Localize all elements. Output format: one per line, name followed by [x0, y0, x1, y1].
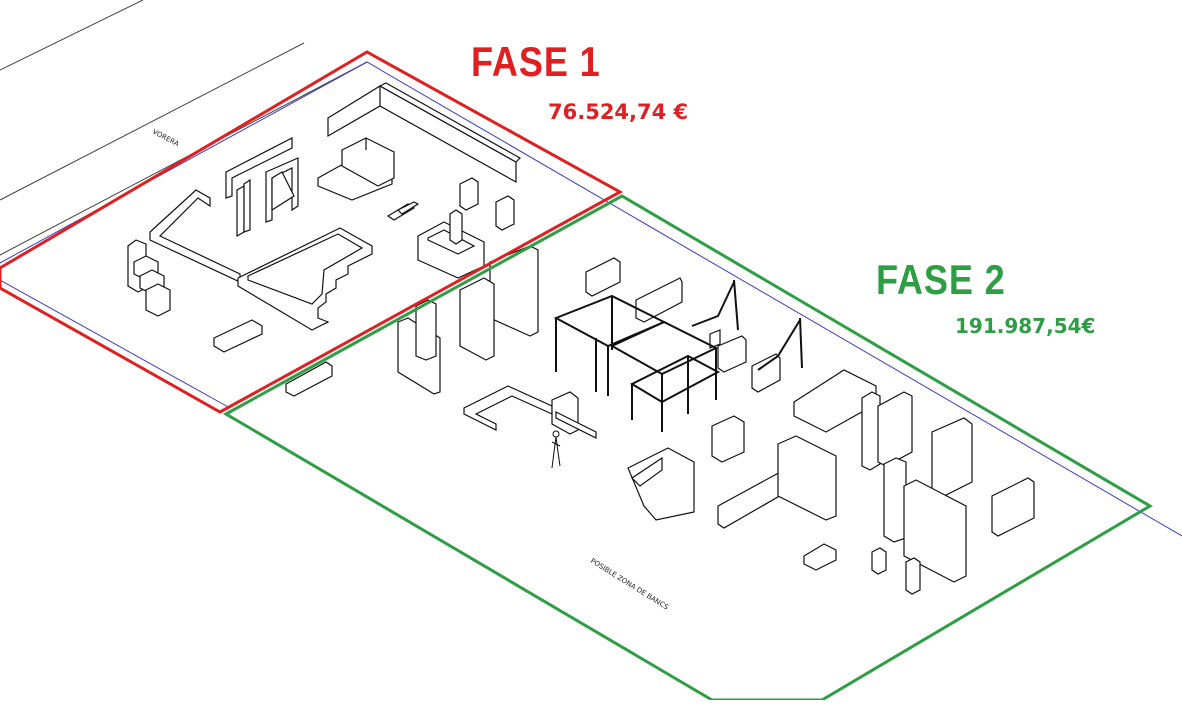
phase2-elements	[285, 245, 1035, 595]
sidewalk-label: VORERA	[151, 128, 180, 149]
phase1-title: FASE 1	[471, 38, 601, 85]
phase1-cost: 76.524,74 €	[548, 100, 689, 124]
phase2-cost: 191.987,54€	[955, 314, 1096, 338]
phase1-boundary	[0, 50, 624, 414]
phase2-boundary	[222, 194, 1153, 702]
bench-zone-label: POSIBLE ZONA DE BANCS	[589, 557, 670, 612]
phase1-elements	[127, 82, 521, 353]
person-figure	[551, 430, 561, 469]
phase2-title: FASE 2	[876, 256, 1006, 303]
street-lines	[0, 0, 368, 256]
